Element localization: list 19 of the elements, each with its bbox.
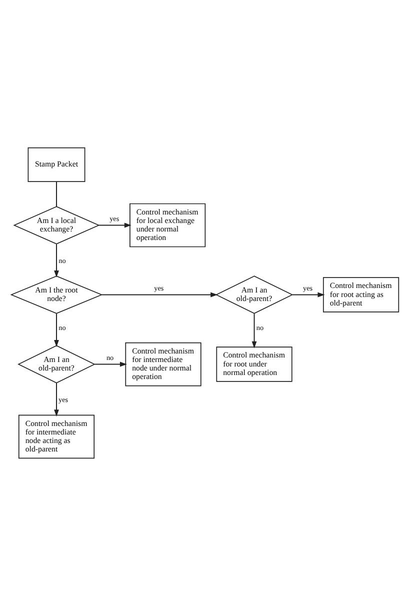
node-box: Control mechanism for local exchange under normal operation: [130, 203, 206, 248]
node-box: Control mechanism for root acting as old-parent: [322, 277, 400, 312]
connector: [56, 182, 57, 207]
arrow: [54, 244, 59, 278]
node-box: Control mechanism for intermediate node acting as old-parent: [18, 414, 95, 459]
arrow: [54, 383, 59, 417]
node-diamond: Am I an old-parent?: [18, 345, 96, 384]
arrow: [102, 292, 218, 298]
node-box: Control mechanism for root under normal operation: [216, 346, 292, 382]
node-box: Stamp Packet: [28, 147, 86, 182]
node-diamond: Am I a local exchange?: [13, 206, 100, 244]
arrow: [94, 362, 127, 367]
node-diamond: Am I an old-parent?: [215, 276, 294, 314]
arrow: [292, 292, 325, 298]
arrow: [252, 314, 257, 348]
arrow: [98, 222, 132, 228]
node-box: Control mechanism for intermediate node under normal operation: [125, 342, 202, 386]
node-diamond: Am I the root node?: [10, 276, 103, 314]
arrow: [54, 314, 59, 348]
